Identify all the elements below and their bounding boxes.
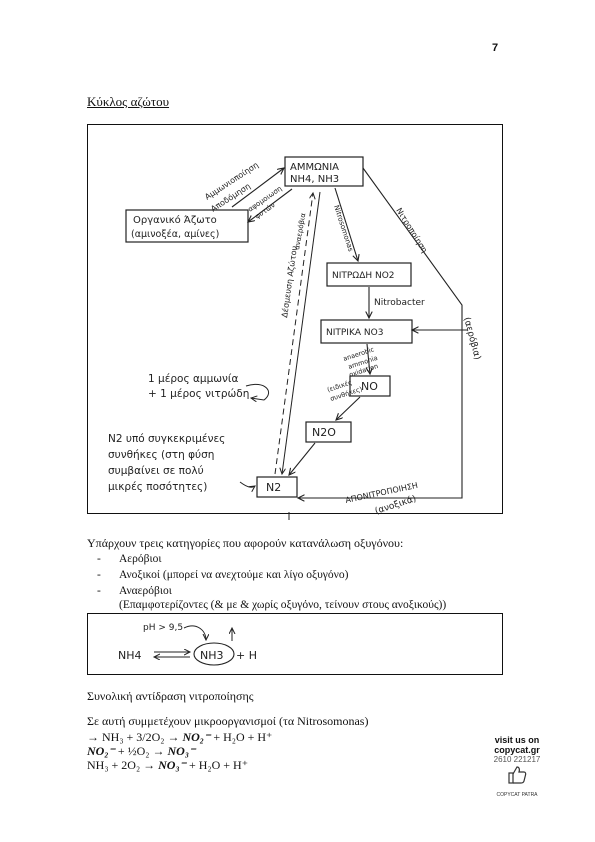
nitrate-to-no-arrow [367,343,370,374]
assimilation-arrow [248,188,293,222]
fixation-dashed-line [274,193,313,475]
ammonia-label: ΑΜΜΩΝΙΑ [290,162,339,173]
equation-1: → NH₃ + 3/2O₂ → NO₂⁻ + H₂O + H⁺ [87,730,272,744]
mix-note-1: 1 μέρος αμμωνία [148,373,238,385]
no-to-n2o-arrow [336,396,361,420]
list-dash: - [97,553,101,565]
list-item: - Αναερόβιοι [97,583,348,599]
equation-2: NO₂⁻ + ½O₂ → NO₃⁻ [87,744,195,758]
n2-note-3: συμβαίνει σε πολύ [108,465,204,477]
aerobic-label: (αερόβια) [461,316,483,361]
n2-note-1: N2 υπό συγκεκριμένες [108,433,225,445]
mix-note-arrow [245,384,269,400]
nitrite-box [326,262,412,287]
nitrite-label: ΝΙΤΡΩΔΗ NO2 [332,271,395,281]
category-aerobic: Αερόβιοι [119,553,162,565]
page-number: 7 [492,42,499,54]
ad-website: copycat.gr [494,745,540,755]
nitrification-line [362,167,463,330]
n2o-to-n2-arrow [289,442,316,475]
ad-visit-text: visit us on [494,735,540,745]
ph-label: pH > 9,5 [143,623,183,633]
mix-note-2: + 1 μέρος νιτρώδη [148,388,249,400]
oxygen-categories-intro: Υπάρχουν τρεις κατηγορίες που αφορούν κα… [87,536,404,550]
nitrite-ion: NO₂⁻ [182,730,211,744]
nitrogen-fixation-label: Δέσμευση Αζώτου [279,245,299,319]
n2-label: N2 [266,481,281,494]
n2-note-2: συνθήκες (στη φύση [108,449,214,461]
ammonia-box [284,156,364,187]
anaerobic-label: αναερόβια [293,212,307,250]
nitrate-ion: NO₃⁻ [158,758,186,772]
equation-2-mid: + ½O₂ → [114,744,168,758]
fixation-solid-line [282,191,321,474]
nh3-circle [193,642,235,666]
no-label: NO [361,380,378,393]
nitrate-ion: NO₃⁻ [167,744,196,758]
page-title: Κύκλος αζώτου [87,94,170,109]
nitrosomonas-arrow [334,187,358,261]
nitrobacter-label: Nitrobacter [374,298,425,308]
nitrate-label: ΝΙΤΡΙΚΑ NO3 [326,328,383,338]
category-anoxic: Ανοξικοί (μπορεί να ανεχτούμε και λίγο ο… [119,569,349,581]
hydrogen-term: + H [236,649,257,662]
nitrogen-cycle-frame [87,124,503,514]
ammonia-equilibrium-box [87,613,503,675]
ammonia-formula: NH4, NH3 [290,174,339,185]
equation-3-rhs: + H₂O + H⁺ [186,758,249,772]
n2o-label: N2O [312,426,336,439]
ad-brand: COPYCAT PATRA [496,792,538,798]
ammonium-formula: NH4 [118,649,142,662]
no-box [349,375,391,397]
list-item: - Αερόβιοι [97,551,348,567]
equation-3-lhs: NH₃ + 2O₂ → [87,758,159,772]
thumbs-up-icon [508,766,527,784]
n2-box [256,476,298,498]
nitrite-ion: NO₂⁻ [87,744,115,758]
equation-3: NH₃ + 2O₂ → NO₃⁻ + H₂O + H⁺ [87,758,248,772]
nitrosomonas-label: Nitrosomonas [332,204,355,253]
copycat-ad: visit us on copycat.gr 2610 221217 COPYC… [472,735,562,798]
nitrification-label: Νιτροποίηση [394,206,429,254]
ad-phone: 2610 221217 [493,755,541,764]
organic-nitrogen-label: Οργανικό Άζωτο [133,214,217,226]
denitrification-line [298,330,463,498]
facultative-note: (Επαμφοτερίζοντες (& με & χωρίς οξυγόνο,… [119,599,447,611]
ph-arrow [183,625,206,640]
microorganisms-text: Σε αυτή συμμετέχουν μικροοργανισμοί (τα … [87,714,369,728]
n2-note-arrow [239,481,255,487]
nh3-formula: NH3 [200,649,224,662]
list-dash: - [97,569,101,581]
organic-nitrogen-examples: (αμινοξέα, αμίνες) [131,229,219,240]
equation-1-rhs: + H₂O + H⁺ [210,730,273,744]
oxygen-categories-list: - Αερόβιοι - Ανοξικοί (μπορεί να ανεχτούμε… [97,551,348,599]
overall-reaction-title: Συνολική αντίδραση νιτροποίησης [87,689,254,703]
n2-note-4: μικρές ποσότητες) [108,481,207,493]
list-dash: - [97,585,101,597]
equation-1-lhs: → NH₃ + 3/2O₂ → [87,730,183,744]
organic-nitrogen-box [125,209,249,243]
ammonification-arrow [231,168,284,208]
category-anaerobic: Αναερόβιοι [119,585,172,597]
list-item: - Ανοξικοί (μπορεί να ανεχτούμε και λίγο … [97,567,348,583]
n2o-box [305,421,352,443]
